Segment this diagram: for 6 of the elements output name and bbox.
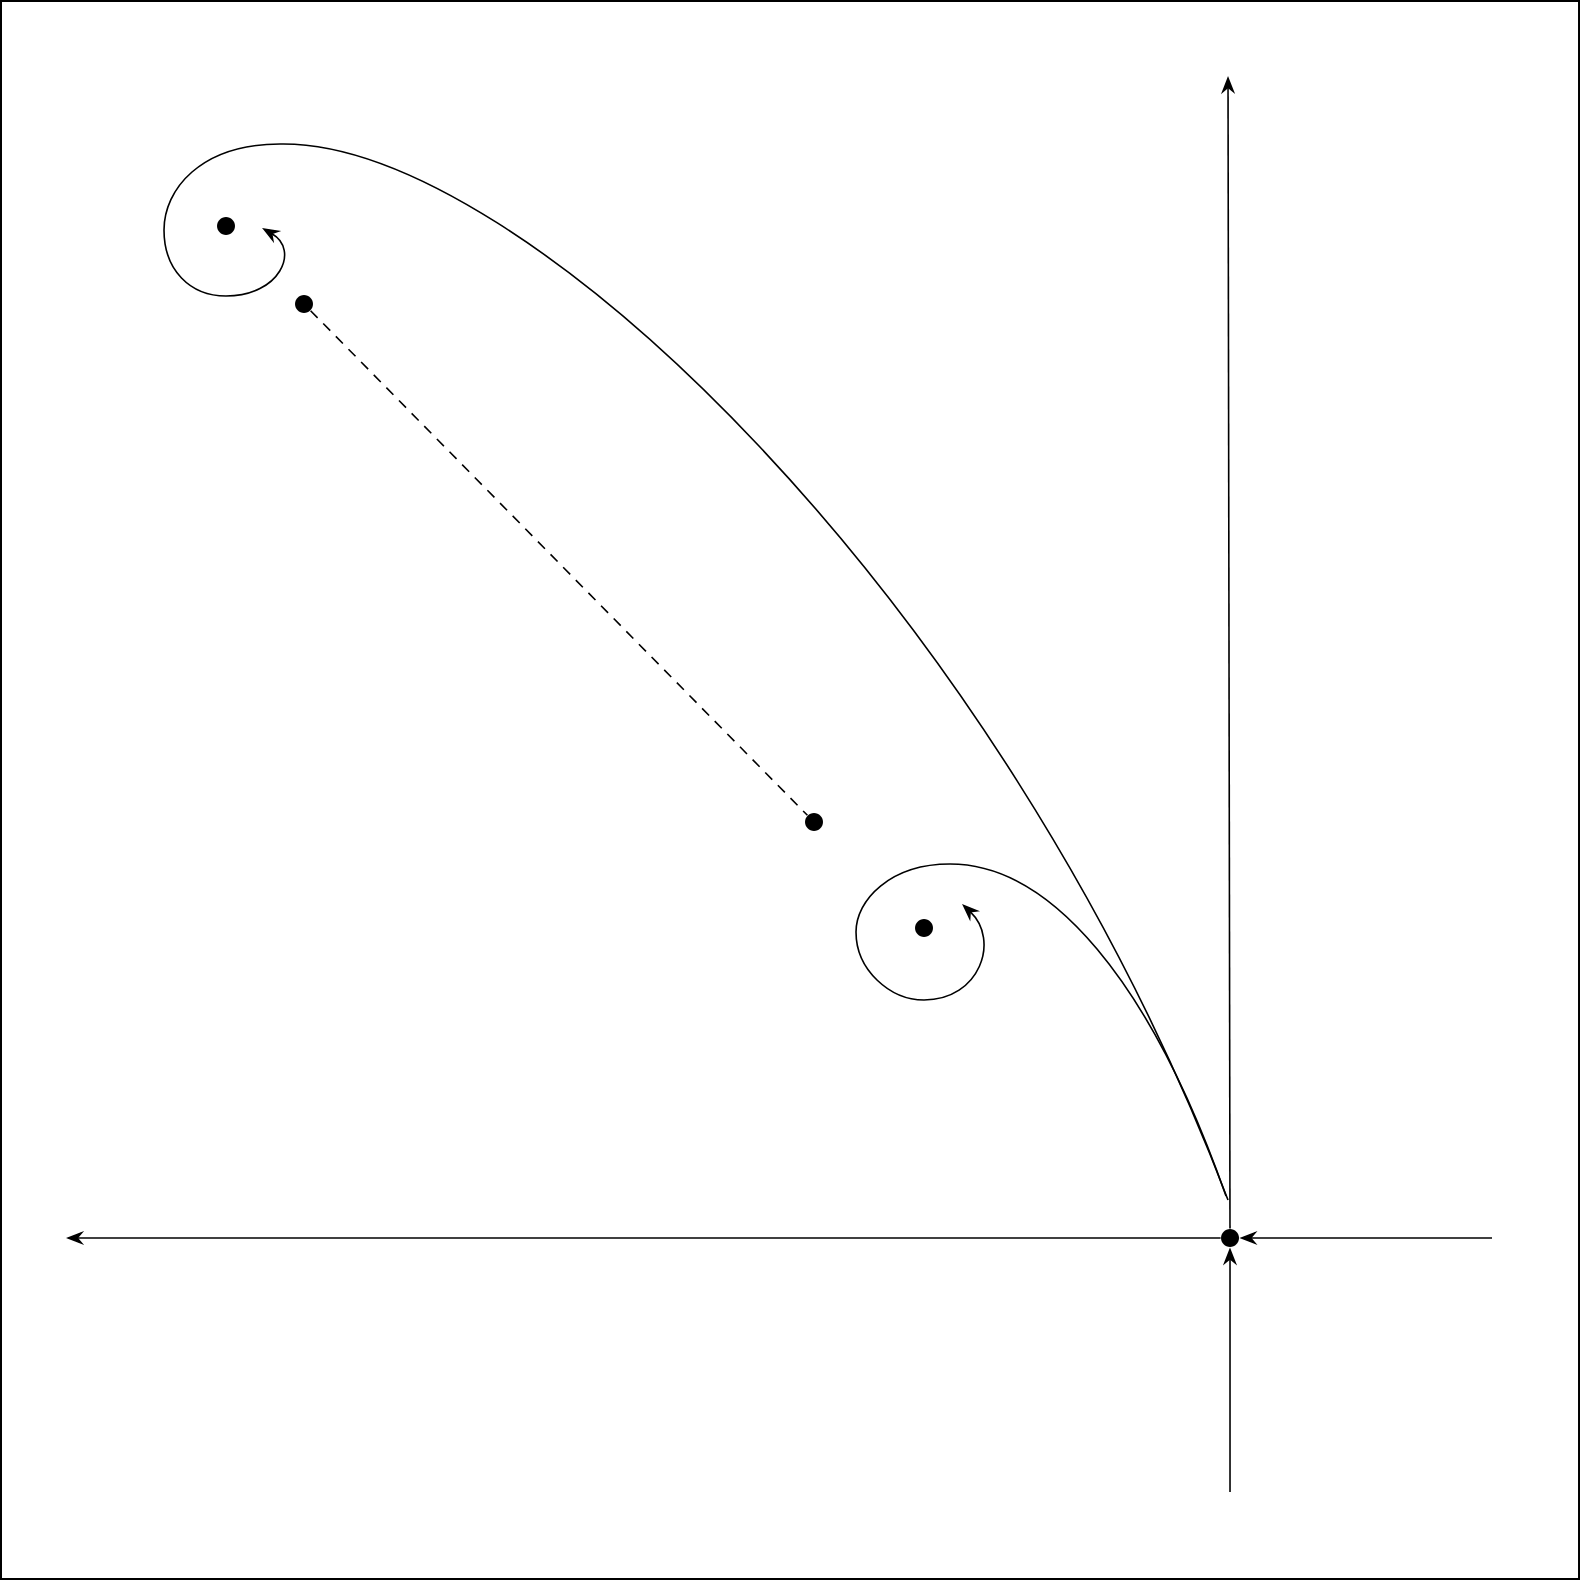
dot [295, 295, 313, 313]
dashed-line [309, 309, 809, 817]
dot [217, 217, 235, 235]
dot [915, 919, 933, 937]
dot [1221, 1229, 1239, 1247]
dot [805, 813, 823, 831]
